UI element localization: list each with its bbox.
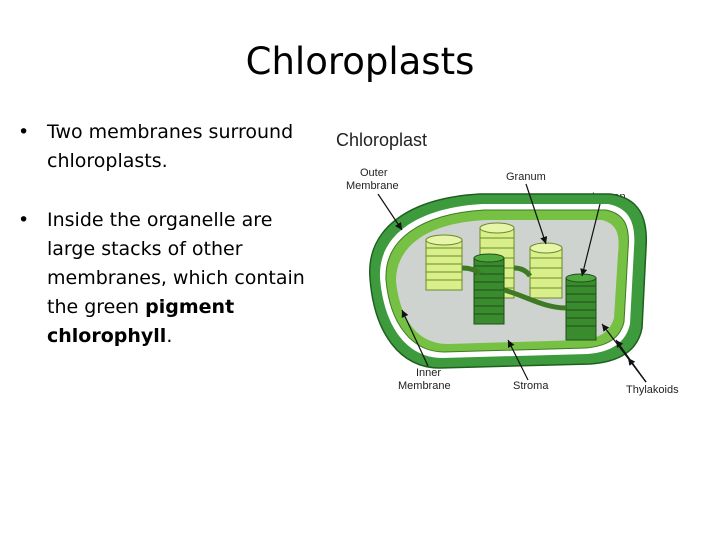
label-inner-membrane: Inner Membrane: [398, 367, 451, 392]
label-arrows: [377, 183, 647, 383]
stroma-lamella: [461, 265, 567, 311]
bullet-item: • Two membranes surround chloroplasts.: [18, 118, 318, 176]
bullet-icon: •: [18, 121, 30, 143]
chloroplast-diagram: Chloroplast Outer Membrane Granum Lumen …: [336, 130, 679, 396]
bullet-item: • Inside the organelle are large stacks …: [18, 206, 318, 351]
granum-stack: [425, 234, 463, 291]
granum-stack-dark: [565, 273, 597, 341]
bold-term-pigment: pigment: [145, 296, 235, 318]
diagram-title: Chloroplast: [336, 130, 427, 150]
granum-stack-dark: [473, 253, 505, 325]
bullet-list: • Two membranes surround chloroplasts. •…: [18, 118, 318, 381]
label-thylakoids: Thylakoids: [626, 384, 679, 396]
label-stroma: Stroma: [513, 380, 549, 392]
bullet-text: Inside the organelle are large stacks of…: [47, 209, 305, 318]
granum-stack: [529, 242, 563, 299]
bullet-text: Two membranes surround chloroplasts.: [47, 121, 294, 172]
slide-title: Chloroplasts: [245, 40, 475, 83]
granum-stacks: [425, 222, 597, 341]
label-granum: Granum: [506, 171, 546, 183]
label-outer-membrane: Outer Membrane: [346, 167, 399, 192]
bullet-icon: •: [18, 209, 30, 231]
bold-term-chlorophyll: chlorophyll: [47, 325, 167, 347]
